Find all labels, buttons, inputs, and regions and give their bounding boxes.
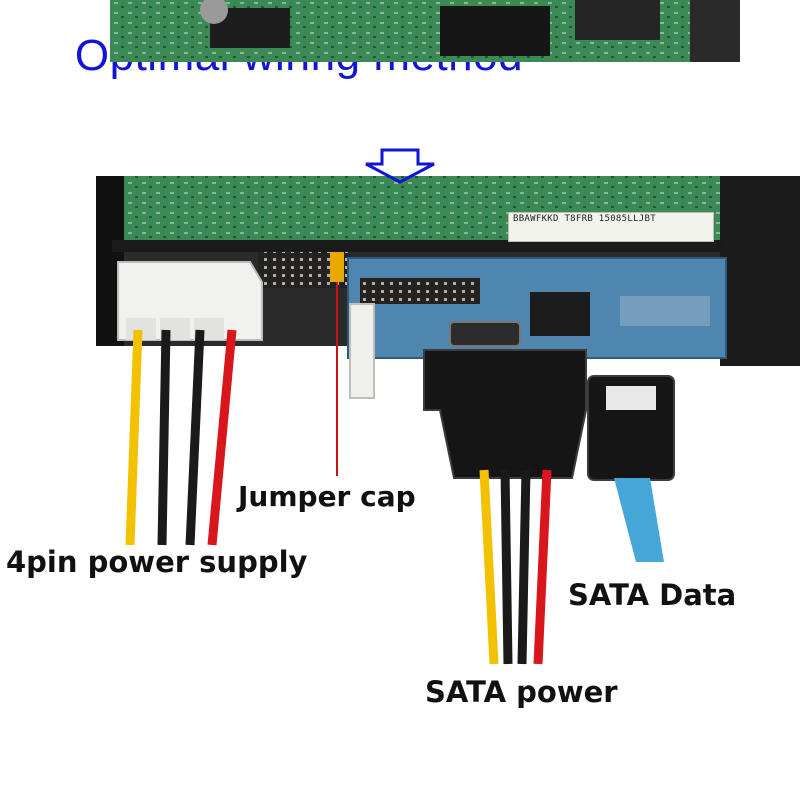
- sata-power-connector: [423, 349, 587, 665]
- drive-label-sticker: BBAWFKKD T8FRB 15085LLJBT: [508, 212, 714, 242]
- ide-sata-adapter-board: [347, 257, 727, 399]
- four-pin-wires: [125, 329, 237, 546]
- sata-data-connector: [587, 375, 675, 562]
- ide-pin-header: [258, 252, 350, 288]
- four-pin-power-label: 4pin power supply: [6, 545, 308, 579]
- sata-power-label: SATA power: [425, 675, 618, 709]
- molex-connector: [117, 261, 263, 341]
- jumper-cap: [330, 252, 344, 282]
- arrow-down-icon: [365, 148, 435, 184]
- drive-pcb-top: [110, 0, 740, 62]
- sata-data-label: SATA Data: [568, 578, 737, 612]
- jumper-cap-label: Jumper cap: [238, 480, 416, 513]
